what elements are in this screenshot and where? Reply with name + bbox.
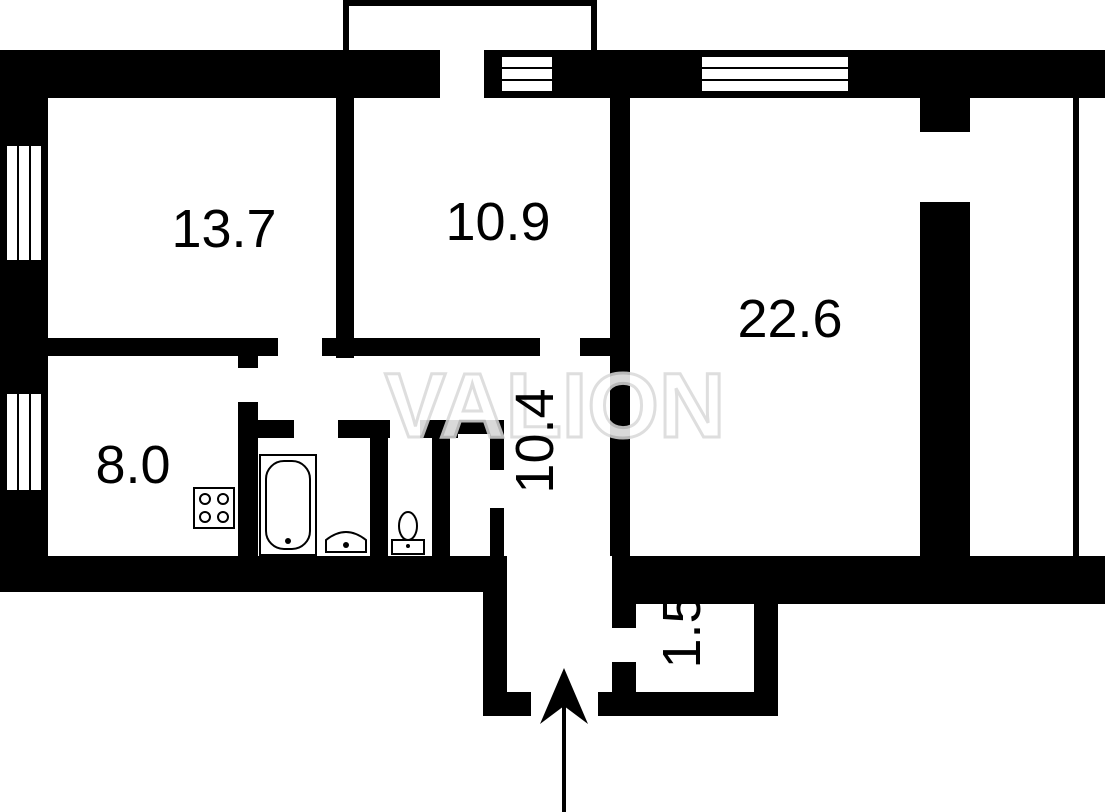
- balcony-wall-left: [343, 0, 349, 52]
- partition-hall-right: [580, 338, 614, 356]
- closet-wall-top: [432, 420, 504, 434]
- partition-kitchen-bath: [238, 402, 258, 558]
- bath-wall-top-left: [238, 420, 294, 438]
- partition-hall-center: [322, 338, 540, 356]
- area-label-living: 22.6: [737, 289, 842, 349]
- room-labels: 13.7 10.9 22.6 8.0 10.4 1.5: [95, 192, 842, 669]
- window-top-large: [702, 55, 848, 93]
- area-label-bedroom-left: 13.7: [171, 199, 276, 259]
- area-label-hallway: 10.4: [505, 388, 565, 493]
- partition-hall-left: [48, 338, 278, 356]
- window-left-top: [5, 146, 43, 260]
- partition-bedrooms: [336, 96, 354, 358]
- balcony-wall-top: [343, 0, 597, 6]
- stove-icon: [193, 487, 235, 529]
- partition-bath-wc: [370, 420, 388, 558]
- bathtub-icon: [259, 454, 317, 556]
- area-label-storage: 1.5: [652, 593, 712, 668]
- storage-wall-right: [754, 590, 778, 716]
- left-wall: [0, 50, 48, 590]
- top-wall-left: [0, 50, 440, 98]
- corridor-wall-left: [483, 556, 507, 716]
- corridor-wall-bottom-left: [483, 692, 531, 716]
- corridor-wall-right-bottom: [612, 662, 636, 716]
- closet-wall-right-bottom: [490, 508, 504, 558]
- bottom-wall-right: [612, 556, 1105, 604]
- kitchen-door-stub-top: [238, 338, 258, 368]
- windows: [5, 55, 848, 490]
- window-top-small: [502, 55, 552, 93]
- area-label-bedroom-center: 10.9: [445, 192, 550, 252]
- fixtures: [193, 454, 425, 556]
- bottom-wall-left: [0, 556, 505, 592]
- partition-living-left: [610, 96, 630, 556]
- balcony-wall-right: [591, 0, 597, 52]
- entrance-arrow-icon: [540, 668, 588, 812]
- closet-wall-right-top: [490, 420, 504, 470]
- living-column-top: [920, 96, 970, 132]
- watermark-text: VALION: [385, 355, 726, 457]
- toilet-icon: [391, 511, 425, 555]
- living-partition: [920, 202, 970, 558]
- area-label-kitchen: 8.0: [95, 435, 170, 495]
- right-wall-line: [1073, 96, 1079, 556]
- partition-wc-right: [432, 420, 450, 558]
- window-left-bottom: [5, 394, 43, 490]
- sink-icon: [325, 531, 367, 553]
